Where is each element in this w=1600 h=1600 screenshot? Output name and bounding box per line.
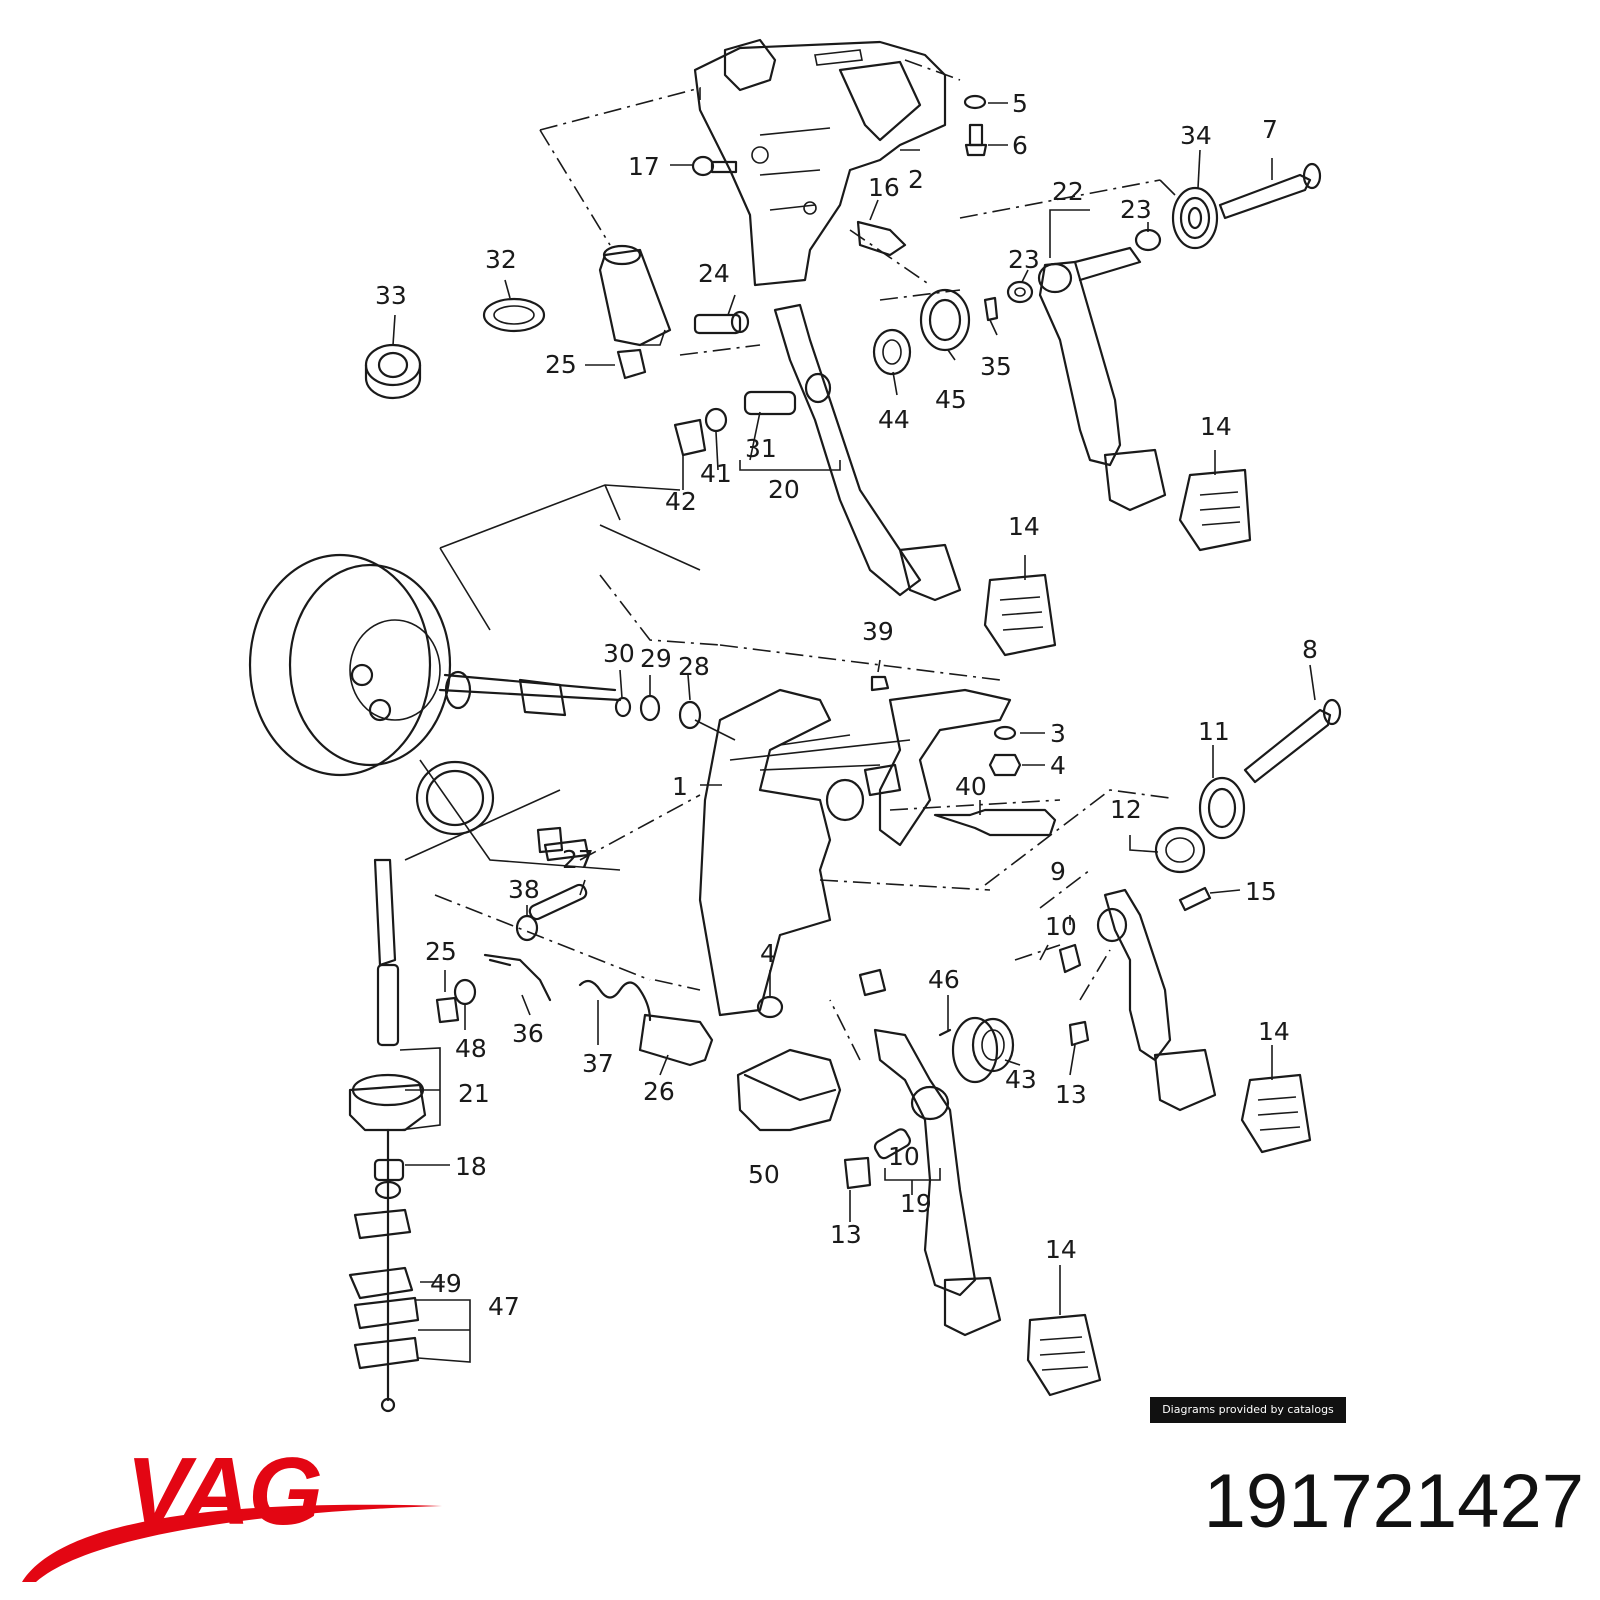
cable-21-18-47 xyxy=(348,858,427,1413)
label-6: 6 xyxy=(1012,131,1028,160)
label-49: 49 xyxy=(430,1269,462,1298)
label-19: 19 xyxy=(900,1189,932,1218)
spring-34 xyxy=(1159,179,1219,250)
label-20: 20 xyxy=(768,475,800,504)
label-10a: 10 xyxy=(1045,912,1077,941)
label-14d: 14 xyxy=(1045,1235,1077,1264)
label-47: 47 xyxy=(488,1292,520,1321)
cable-40 xyxy=(933,808,1057,837)
label-12: 12 xyxy=(1110,795,1142,824)
clip-16 xyxy=(856,220,907,257)
label-45: 45 xyxy=(935,385,967,414)
label-16: 16 xyxy=(868,173,900,202)
pad-14-c xyxy=(1240,1073,1312,1154)
label-13a: 13 xyxy=(1055,1080,1087,1109)
label-14a: 14 xyxy=(1200,412,1232,441)
pedal-bracket-top xyxy=(693,38,947,287)
label-14b: 14 xyxy=(1008,512,1040,541)
nuts-3-4 xyxy=(870,675,1022,777)
label-8: 8 xyxy=(1302,635,1318,664)
pedal-22 xyxy=(1037,246,1167,512)
leader-lines xyxy=(392,102,1316,1363)
bolt-6-washer-5 xyxy=(963,94,988,157)
label-27: 27 xyxy=(562,845,594,874)
label-43: 43 xyxy=(1005,1065,1037,1094)
label-42: 42 xyxy=(665,487,697,516)
label-40: 40 xyxy=(955,772,987,801)
brake-pedal-lower xyxy=(873,1028,1002,1337)
brake-servo-outline xyxy=(248,484,701,871)
label-48: 48 xyxy=(455,1034,487,1063)
label-31: 31 xyxy=(745,434,777,463)
assembly-lines xyxy=(434,59,1171,1061)
label-24: 24 xyxy=(698,259,730,288)
label-41: 41 xyxy=(700,459,732,488)
label-18: 18 xyxy=(455,1152,487,1181)
label-3: 3 xyxy=(1050,719,1066,748)
label-39: 39 xyxy=(862,617,894,646)
clip-25-top xyxy=(616,348,647,380)
label-23b: 23 xyxy=(1008,245,1040,274)
label-36: 36 xyxy=(512,1019,544,1048)
pin-24 xyxy=(693,310,750,335)
label-25b: 25 xyxy=(425,937,457,966)
label-35: 35 xyxy=(980,352,1012,381)
label-50: 50 xyxy=(748,1160,780,1189)
label-34: 34 xyxy=(1180,121,1212,150)
part-number: 191721427 xyxy=(1203,1459,1584,1544)
label-14c: 14 xyxy=(1258,1017,1290,1046)
pad-14-d xyxy=(1026,1313,1102,1397)
label-17: 17 xyxy=(628,152,660,181)
logo-text: VAG xyxy=(126,1438,321,1545)
diagram-credit-banner: Diagrams provided by catalogs parts xyxy=(1150,1397,1346,1442)
clutch-pedal-20 xyxy=(673,288,999,602)
brake-switch xyxy=(598,244,672,347)
label-4b: 4 xyxy=(760,939,776,968)
label-33: 33 xyxy=(375,281,407,310)
label-1: 1 xyxy=(672,772,688,801)
label-29: 29 xyxy=(640,644,672,673)
label-25a: 25 xyxy=(545,350,577,379)
parts-center-lower xyxy=(736,968,1090,1190)
label-37: 37 xyxy=(582,1049,614,1078)
label-21: 21 xyxy=(458,1079,490,1108)
label-7: 7 xyxy=(1262,115,1278,144)
label-23a: 23 xyxy=(1120,195,1152,224)
label-5: 5 xyxy=(1012,89,1028,118)
bolt-7 xyxy=(1218,162,1322,220)
bushings-left xyxy=(364,297,546,400)
callout-labels: 5 6 17 2 16 22 7 34 23 23 32 33 24 25 35… xyxy=(375,89,1318,1321)
brake-pedal-right xyxy=(1058,888,1217,1112)
vag-logo: VAG xyxy=(22,1438,442,1582)
label-10b: 10 xyxy=(888,1142,920,1171)
label-26: 26 xyxy=(643,1077,675,1106)
label-38: 38 xyxy=(508,875,540,904)
label-28: 28 xyxy=(678,652,710,681)
pad-14-b xyxy=(983,573,1057,657)
parts-left-lower xyxy=(435,826,714,1067)
bolt-8-spring-11-12 xyxy=(1154,698,1342,912)
label-32: 32 xyxy=(485,245,517,274)
label-46: 46 xyxy=(928,965,960,994)
label-22: 22 xyxy=(1052,177,1084,206)
rod-assembly-28-30 xyxy=(438,670,736,741)
label-2: 2 xyxy=(908,165,924,194)
label-15: 15 xyxy=(1245,877,1277,906)
bolt-17 xyxy=(691,155,738,177)
label-30: 30 xyxy=(603,639,635,668)
pad-14-a xyxy=(1178,468,1252,552)
label-11: 11 xyxy=(1198,717,1230,746)
label-4a: 4 xyxy=(1050,751,1066,780)
label-9: 9 xyxy=(1050,857,1066,886)
pedal-bracket-1 xyxy=(698,688,1012,1019)
label-44: 44 xyxy=(878,405,910,434)
label-13b: 13 xyxy=(830,1220,862,1249)
logo-swoosh xyxy=(22,1504,442,1582)
